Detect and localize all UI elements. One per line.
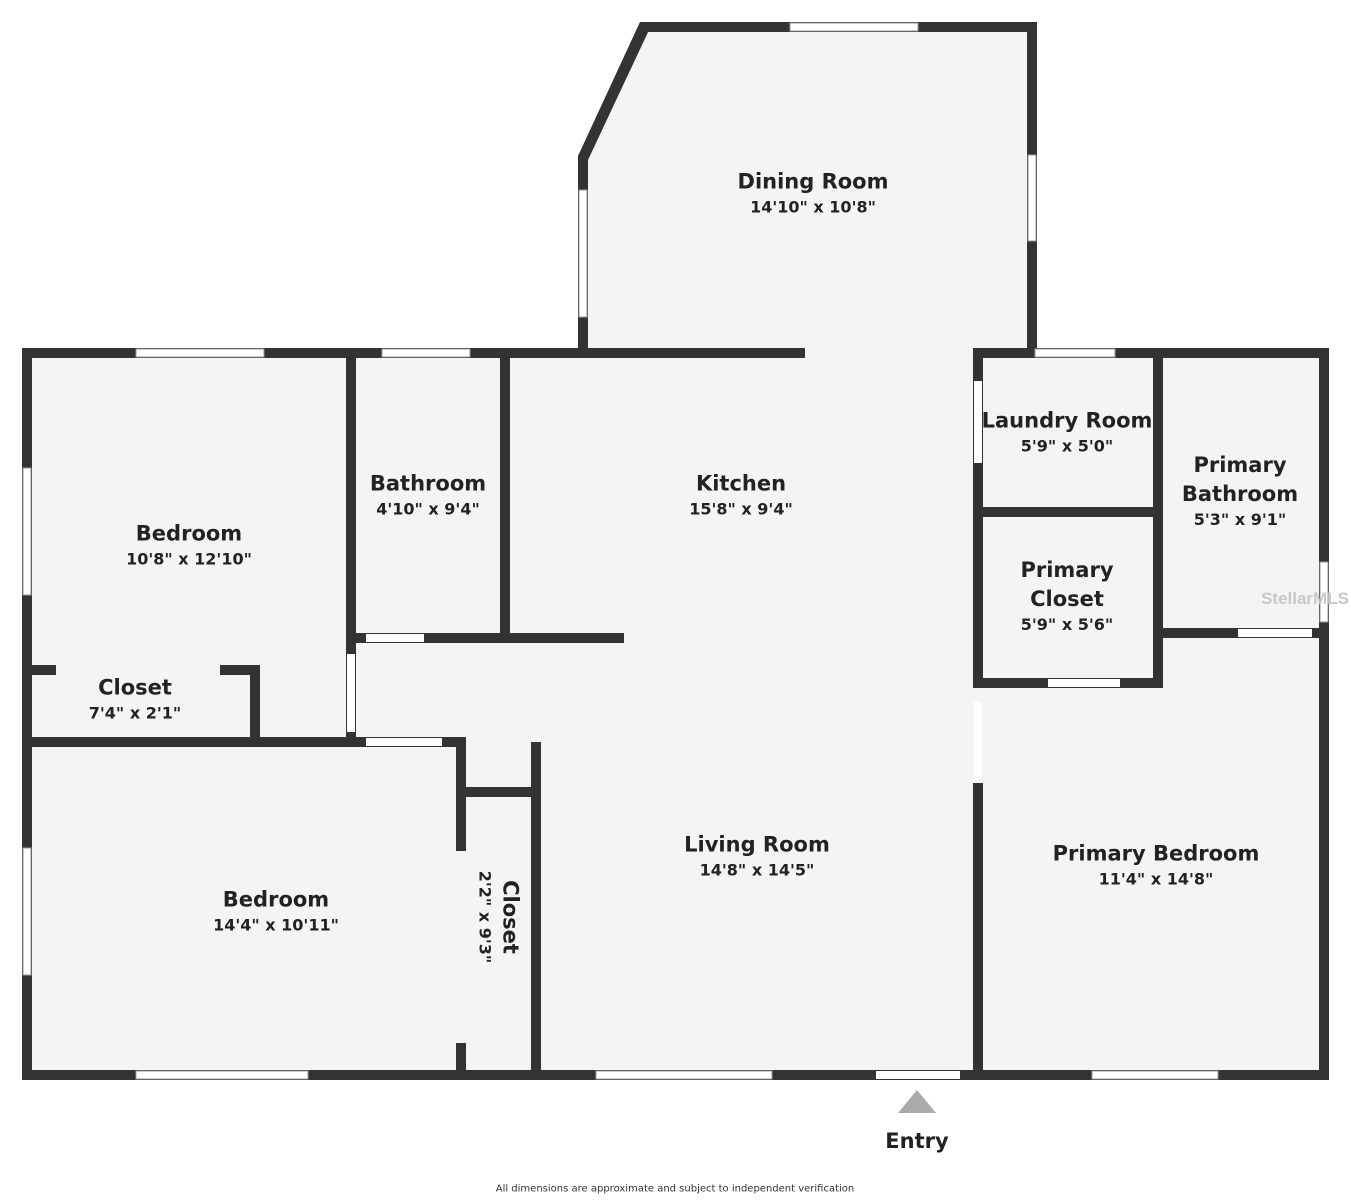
room-label-closet-2: Closet 2'2" x 9'3" <box>474 871 525 963</box>
room-name: Closet <box>98 675 172 700</box>
floor-areas <box>27 27 1327 1075</box>
room-name: Primary Closet <box>1020 558 1114 611</box>
entry-arrow-icon <box>898 1090 936 1113</box>
room-label-bedroom-1: Bedroom 10'8" x 12'10" <box>126 520 252 571</box>
windows <box>22 22 1329 1080</box>
room-name: Closet <box>498 880 523 954</box>
room-label-primary-closet: Primary Closet 5'9" x 5'6" <box>1012 556 1122 636</box>
room-dimensions: 5'9" x 5'6" <box>1020 615 1114 634</box>
room-label-dining-room: Dining Room 14'10" x 10'8" <box>738 168 889 219</box>
room-label-bedroom-2: Bedroom 14'4" x 10'11" <box>213 886 339 937</box>
room-name: Kitchen <box>695 471 787 496</box>
door-openings <box>347 381 1312 1079</box>
room-label-laundry-room: Laundry Room 5'9" x 5'0" <box>982 407 1153 458</box>
room-dimensions: 14'8" x 14'5" <box>699 860 815 880</box>
room-name: Bathroom <box>369 471 487 496</box>
room-name: Bedroom <box>135 521 243 546</box>
room-name: Laundry Room <box>981 408 1153 433</box>
room-name: Primary Bedroom <box>1052 841 1260 866</box>
room-label-living-room: Living Room 14'8" x 14'5" <box>684 831 830 882</box>
room-dimensions: 4'10" x 9'4" <box>376 499 480 519</box>
room-dimensions: 14'10" x 10'8" <box>750 197 876 217</box>
disclaimer: All dimensions are approximate and subje… <box>495 1183 855 1195</box>
room-name: Primary Bathroom <box>1181 453 1299 506</box>
room-label-kitchen: Kitchen 15'8" x 9'4" <box>689 470 793 521</box>
room-label-closet-1: Closet 7'4" x 2'1" <box>89 674 181 725</box>
room-dimensions: 11'4" x 14'8" <box>1098 869 1214 889</box>
room-label-bathroom: Bathroom 4'10" x 9'4" <box>370 470 486 521</box>
room-name: Living Room <box>684 832 830 857</box>
room-name: Dining Room <box>737 169 889 194</box>
entry-label: Entry <box>885 1129 949 1153</box>
room-dimensions: 2'2" x 9'3" <box>475 870 495 964</box>
room-dimensions: 14'4" x 10'11" <box>213 915 339 935</box>
room-name: Bedroom <box>222 887 330 912</box>
watermark: StellarMLS <box>1261 589 1349 608</box>
room-label-primary-bedroom: Primary Bedroom 11'4" x 14'8" <box>1053 840 1260 891</box>
room-dimensions: 10'8" x 12'10" <box>126 549 252 569</box>
room-dimensions: 5'9" x 5'0" <box>1020 436 1114 456</box>
room-dimensions: 15'8" x 9'4" <box>689 499 793 519</box>
room-dimensions: 5'3" x 9'1" <box>1193 510 1287 529</box>
room-label-primary-bathroom: Primary Bathroom 5'3" x 9'1" <box>1175 451 1305 531</box>
room-dimensions: 7'4" x 2'1" <box>88 703 182 723</box>
